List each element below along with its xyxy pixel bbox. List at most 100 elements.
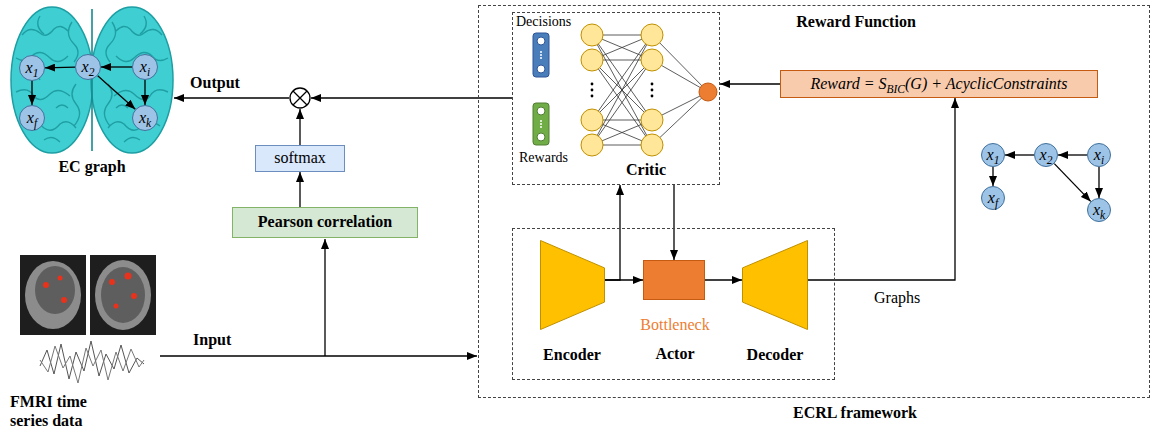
brain-illustration [11,7,173,153]
node-heading: Decoder [747,346,804,364]
fmri-image [20,255,156,335]
trapezoid-shape [540,240,605,330]
node-heading: Encoder [543,346,601,364]
connector-arrow [605,279,643,280]
activation-blob [58,276,63,281]
connector-arrow [299,172,300,207]
reward-vector [533,103,549,145]
connector-arrow [98,76,136,110]
graph-node: xk [1087,198,1111,222]
connector-arrow [992,167,993,186]
output-arrow [174,97,289,98]
connector-arrow [1098,167,1099,198]
vector-label: Rewards [519,150,568,166]
brain-gyri [16,16,80,142]
input-arrow [160,355,477,356]
flow-label: Input [193,331,231,349]
connector-arrow [705,279,742,280]
brain-gyri [104,16,168,142]
fmri-slice [20,255,86,335]
node-text: x1 [987,146,1000,164]
node-heading: Critic [626,161,666,179]
critic-output-arrow [311,97,512,98]
trapezoid-shape [742,240,808,330]
graph-node: xf [981,186,1005,210]
trapezoid-outline [743,241,808,330]
output-neuron [699,83,717,101]
brain-fissure [91,9,93,151]
graph-node: x1 [981,143,1005,167]
graph-node: x2 [1034,143,1058,167]
brain-hemisphere [91,7,173,153]
graph-node: xf [19,105,45,131]
activation-blob [125,273,132,280]
node-text: x2 [82,58,95,76]
time-series-wave [40,341,144,383]
node-text: Pearson correlation [258,213,392,231]
graph-node: xk [132,105,158,131]
decoder-block: Decoder [742,240,808,330]
node-text: xf [988,189,998,207]
brain-hemisphere [11,7,93,153]
fmri-brain [35,266,75,314]
encoder-block: Encoder [540,240,605,330]
fmri-brain [101,267,145,323]
flow-arrows [160,98,512,356]
fmri-head [25,261,81,329]
node-text: Reward = SBIC(G) + AcyclicConstraints [810,75,1067,93]
multiply-symbol [290,88,310,108]
connector-arrow [673,185,674,260]
connector-arrow [45,67,75,69]
input-branch-arrow [324,239,325,356]
actor-box: ActorEncoderBottleneckDecoder [512,228,835,380]
framework-box: ECRL frameworkCriticReward FunctionRewar… [478,5,1150,398]
ellipsis-dots [591,83,654,98]
node-text: x2 [1040,146,1053,164]
graph-node: xi [132,54,158,80]
activation-blob [114,304,119,309]
process-box: softmax [255,145,345,172]
connector-arrow [1054,164,1090,202]
activation-blob [131,293,137,299]
decision-vector [533,33,549,77]
node-text: xi [1094,146,1104,164]
figure-label: EC graph [58,158,125,176]
vector-label: Decisions [516,14,571,30]
network-connections [592,35,708,145]
connector-arrow [720,83,780,84]
connector-arrow [144,80,145,105]
connector-arrow [605,185,620,280]
network-neurons [581,24,663,156]
connector-arrow [808,98,955,280]
connector-arrow [101,66,132,67]
bottleneck-block: Bottleneck [643,260,705,300]
graph-node: xi [1087,143,1111,167]
flow-label: Output [190,74,240,92]
node-text: xi [140,58,150,76]
activation-blob [61,297,67,303]
node-heading: Bottleneck [640,316,709,334]
process-box: Pearson correlation [232,207,418,238]
node-heading: ECRL framework [793,404,917,422]
node-heading: Actor [655,345,694,363]
connector-arrow [1058,154,1087,155]
figure-label: FMRI time series data [10,392,128,430]
graph-node: x2 [75,54,101,80]
connector-arrow [1005,154,1034,155]
node-text: xk [1093,201,1105,219]
graph-node: x1 [19,55,45,81]
reward-box: Reward FunctionReward = SBIC(G) + Acycli… [780,70,1098,98]
fmri-slice [90,255,156,335]
node-text: xk [139,109,151,127]
softmax-arrow [299,109,300,145]
node-heading: Reward Function [796,13,916,31]
node-text: xf [27,109,37,127]
activation-blob [109,279,115,285]
connector-arrow [31,81,32,105]
node-text: x1 [26,59,39,77]
edge-label: Graphs [872,289,922,307]
